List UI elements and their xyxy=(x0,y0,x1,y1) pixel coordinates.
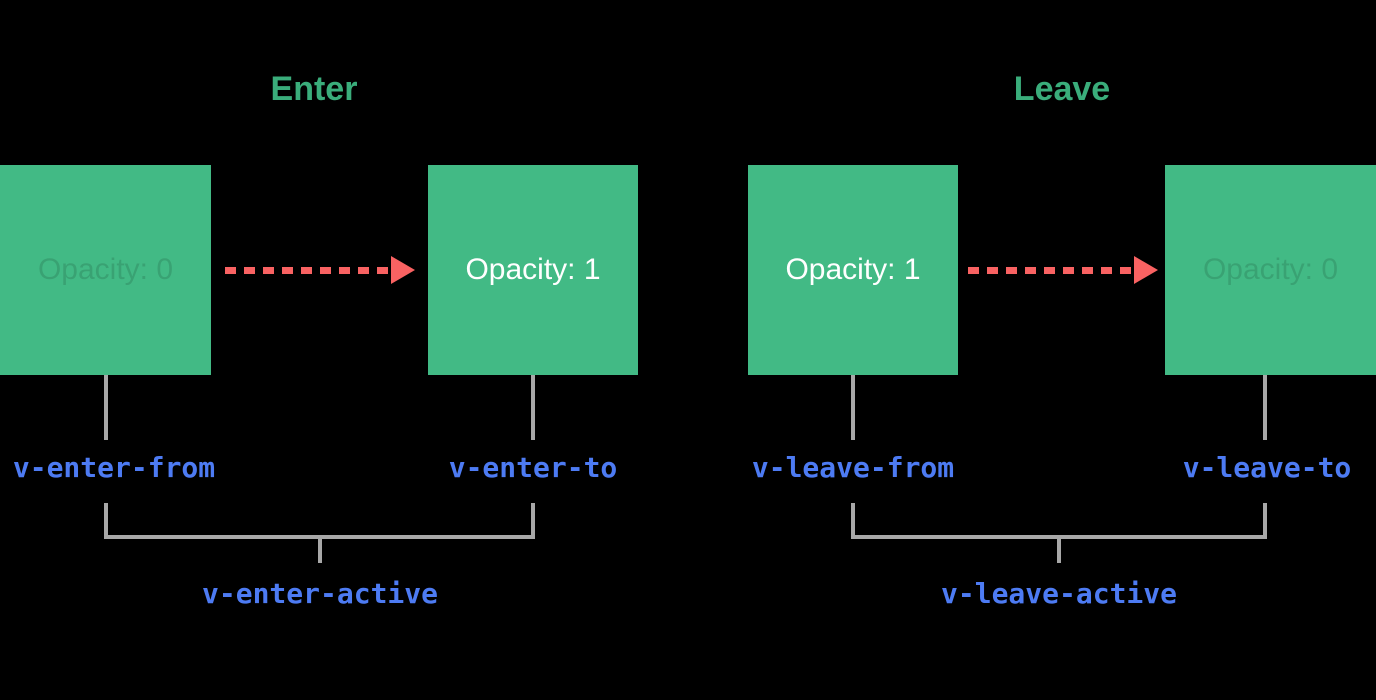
enter-to-opacity-label: Opacity: 1 xyxy=(465,253,601,286)
leave-to-box: Opacity: 0 xyxy=(1165,165,1376,375)
leave-to-opacity-label: Opacity: 0 xyxy=(1202,253,1339,286)
leave-section-title: Leave xyxy=(1013,70,1111,108)
enter-arrow-head-icon xyxy=(391,256,415,284)
leave-from-opacity-label: Opacity: 1 xyxy=(785,253,921,286)
leave-active-class-label: v-leave-active xyxy=(940,577,1178,610)
enter-to-class-label: v-enter-to xyxy=(448,451,618,484)
enter-from-connector-line xyxy=(104,375,108,440)
enter-from-box: Opacity: 0 xyxy=(0,165,211,375)
leave-active-bracket-right-stub xyxy=(1263,503,1267,539)
enter-active-bracket-bar xyxy=(104,535,535,539)
leave-from-class-label: v-leave-from xyxy=(751,451,955,484)
leave-from-connector-line xyxy=(851,375,855,440)
leave-active-bracket-left-stub xyxy=(851,503,855,539)
leave-arrow-dashed-line xyxy=(968,267,1134,274)
leave-from-box: Opacity: 1 xyxy=(748,165,958,375)
enter-section-title: Enter xyxy=(270,70,358,108)
leave-active-bracket-bar xyxy=(851,535,1267,539)
enter-from-opacity-label: Opacity: 0 xyxy=(37,253,174,286)
leave-to-class-label: v-leave-to xyxy=(1182,451,1352,484)
leave-active-bracket-stem xyxy=(1057,539,1061,563)
enter-to-box: Opacity: 1 xyxy=(428,165,638,375)
enter-from-class-label: v-enter-from xyxy=(12,451,216,484)
enter-active-bracket-left-stub xyxy=(104,503,108,539)
enter-arrow-dashed-line xyxy=(225,267,391,274)
enter-active-class-label: v-enter-active xyxy=(201,577,439,610)
leave-arrow-head-icon xyxy=(1134,256,1158,284)
enter-active-bracket-stem xyxy=(318,539,322,563)
enter-to-connector-line xyxy=(531,375,535,440)
leave-to-connector-line xyxy=(1263,375,1267,440)
enter-active-bracket-right-stub xyxy=(531,503,535,539)
